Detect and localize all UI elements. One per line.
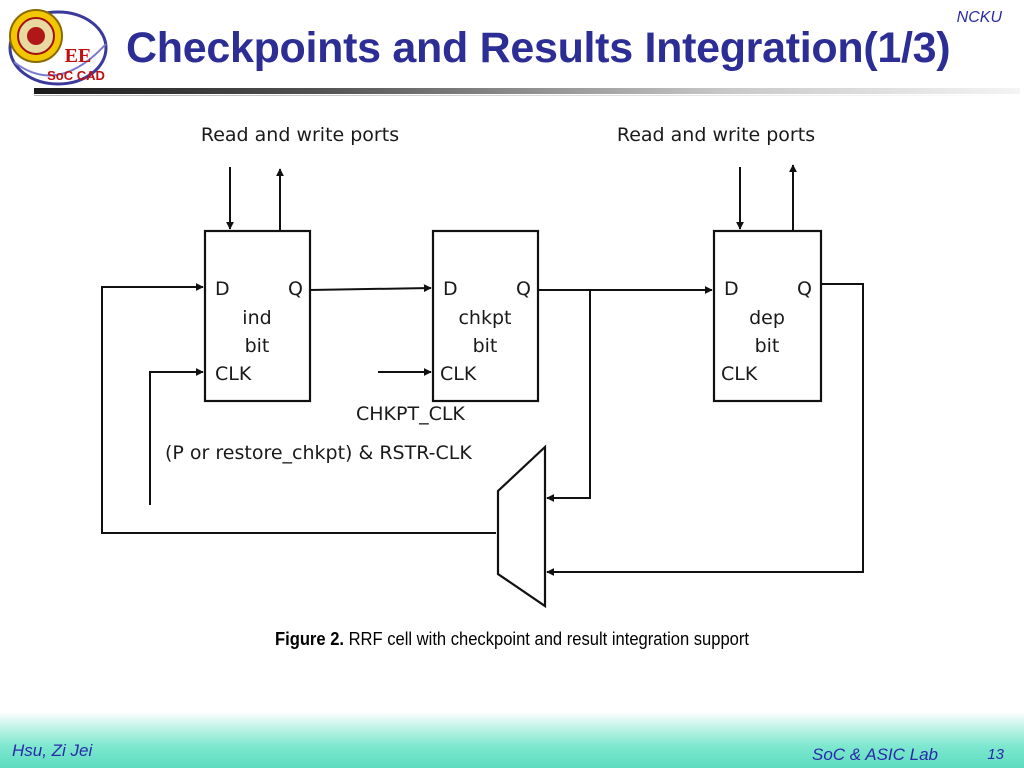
dep-name-label: dep bbox=[749, 307, 785, 329]
chkpt-bit-cell bbox=[431, 229, 540, 403]
chkpt-clk-label: CLK bbox=[440, 363, 477, 385]
dep-d-label: D bbox=[724, 278, 739, 300]
chkpt-bit-label: bit bbox=[473, 335, 498, 357]
dep-bit-label: bit bbox=[755, 335, 780, 357]
title-divider-shadow bbox=[34, 95, 1020, 96]
org-label: NCKU bbox=[956, 9, 1002, 26]
footer-author: Hsu, Zi Jei bbox=[12, 741, 93, 760]
dep-clk-label: CLK bbox=[721, 363, 758, 385]
dep-q-label: Q bbox=[797, 278, 812, 300]
chkpt-d-label: D bbox=[443, 278, 458, 300]
figure-caption-text: RRF cell with checkpoint and result inte… bbox=[343, 629, 750, 649]
chkpt-name-label: chkpt bbox=[458, 307, 511, 329]
mux-to-ind-d-wire bbox=[101, 283, 496, 534]
multiplexer bbox=[496, 444, 547, 609]
ind-d-label: D bbox=[215, 278, 230, 300]
chkpt-clk-signal-label: CHKPT_CLK bbox=[356, 403, 465, 425]
logo-soc-cad-text: SoC CAD bbox=[47, 68, 105, 83]
ind-q-label: Q bbox=[288, 278, 303, 300]
restore-clk-wire bbox=[149, 368, 204, 505]
figure-caption: Figure 2. RRF cell with checkpoint and r… bbox=[41, 629, 983, 650]
right-ports-label: Read and write ports bbox=[617, 124, 815, 146]
title-divider bbox=[34, 88, 1020, 94]
footer-band bbox=[0, 712, 1024, 768]
chkpt-q-label: Q bbox=[516, 278, 531, 300]
page-number: 13 bbox=[987, 746, 1004, 763]
ind-name-label: ind bbox=[242, 307, 271, 329]
ind-q-to-chkpt-d-wire bbox=[309, 284, 432, 293]
page-title: Checkpoints and Results Integration(1/3) bbox=[126, 24, 951, 72]
logo-ee-text: EE bbox=[65, 45, 92, 67]
left-ports-label: Read and write ports bbox=[201, 124, 399, 146]
restore-signal-label: (P or restore_chkpt) & RSTR-CLK bbox=[165, 442, 472, 464]
rrf-cell-diagram: Read and write ports Read and write port… bbox=[101, 124, 864, 609]
footer-lab: SoC & ASIC Lab bbox=[812, 745, 938, 764]
ind-bit-cell bbox=[203, 229, 312, 403]
ind-bit-label: bit bbox=[245, 335, 270, 357]
dep-bit-cell bbox=[712, 229, 823, 403]
ind-clk-label: CLK bbox=[215, 363, 252, 385]
chkpt-to-mux-wire bbox=[546, 290, 591, 502]
figure-caption-prefix: Figure 2. bbox=[274, 629, 344, 649]
dep-to-mux-wire bbox=[546, 283, 864, 576]
ee-soc-cad-logo: EE SoC CAD bbox=[8, 9, 108, 86]
